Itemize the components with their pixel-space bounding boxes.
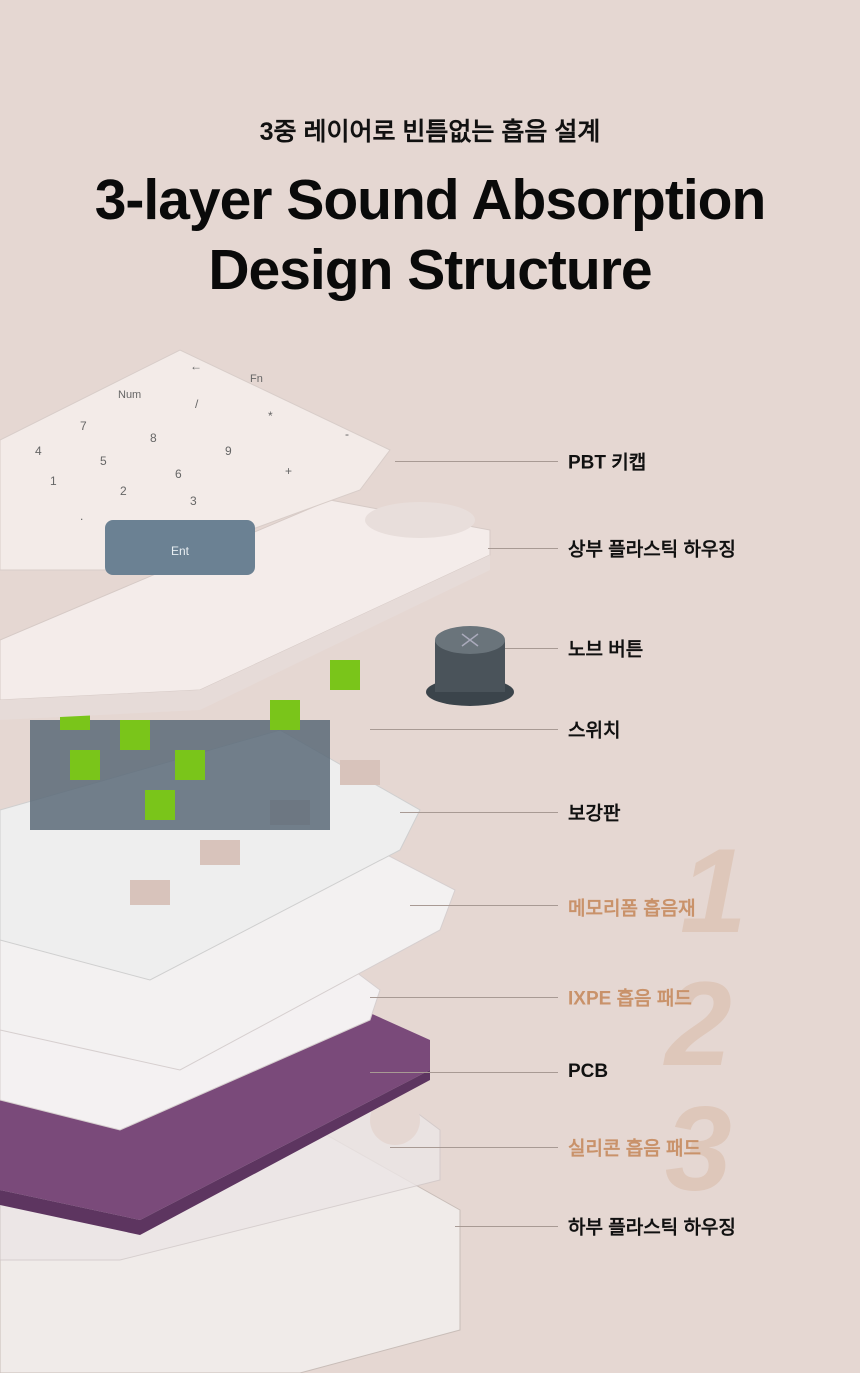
keycap-slash: / [195, 397, 199, 411]
keycap-enter: Ent [171, 544, 190, 558]
exploded-keyboard-illustration: Ent ← Fn Num / * - 7 8 9 + 4 5 6 1 2 3 . [0, 349, 514, 1373]
keycaps: Ent ← Fn Num / * - 7 8 9 + 4 5 6 1 2 3 . [0, 349, 391, 575]
keycap-2: 2 [120, 484, 127, 498]
leader-line [455, 1226, 558, 1227]
label-top-housing: 상부 플라스틱 하우징 [568, 539, 736, 561]
title-line-1: 3-layer Sound Absorption [94, 168, 767, 232]
page-title: 3-layer Sound Absorption Design Structur… [0, 165, 860, 305]
layer-number-2: 2 [665, 957, 732, 1091]
label-bottom-housing: 하부 플라스틱 하우징 [568, 1217, 736, 1239]
keycap-6: 6 [175, 467, 182, 481]
leader-line [370, 729, 558, 730]
layer-number-3: 3 [665, 1082, 732, 1216]
keycap-dot: . [80, 509, 83, 523]
leader-line [395, 461, 558, 462]
keycap-5: 5 [100, 454, 107, 468]
leader-line [370, 997, 558, 998]
leader-line [410, 905, 558, 906]
keycap-3: 3 [190, 494, 197, 508]
keycap-4: 4 [35, 444, 42, 458]
keycap-star: * [268, 409, 273, 423]
label-knob: 노브 버튼 [568, 639, 644, 661]
switches [30, 660, 360, 830]
label-silicone-pad: 실리콘 흡음 패드 [568, 1138, 701, 1160]
label-pcb: PCB [568, 1061, 609, 1082]
leader-line [488, 548, 558, 549]
keycap-8: 8 [150, 431, 157, 445]
keycap-7: 7 [80, 419, 87, 433]
label-plate: 보강판 [568, 803, 621, 825]
pcb [0, 995, 430, 1220]
subtitle: 3중 레이어로 빈틈없는 흡음 설계 [259, 118, 601, 146]
keycap-1: 1 [50, 474, 57, 488]
keycap-plus: + [285, 464, 292, 478]
layer-number-1: 1 [680, 824, 747, 958]
label-memory-foam: 메모리폼 흡음재 [568, 898, 696, 920]
leader-line [390, 1147, 558, 1148]
label-switch: 스위치 [568, 720, 621, 742]
leader-line [505, 648, 558, 649]
label-pbt-keycap: PBT 키캡 [568, 452, 647, 474]
keycap-9: 9 [225, 444, 232, 458]
keycap-minus: - [345, 427, 349, 441]
label-ixpe-pad: IXPE 흡음 패드 [568, 988, 692, 1010]
keycap-num: Num [118, 389, 141, 401]
knob [426, 626, 514, 706]
keycap-arrow: ← [190, 359, 202, 373]
leader-line [370, 1072, 558, 1073]
keycap-fn: Fn [250, 373, 263, 385]
title-line-2: Design Structure [208, 238, 652, 302]
leader-line [400, 812, 558, 813]
